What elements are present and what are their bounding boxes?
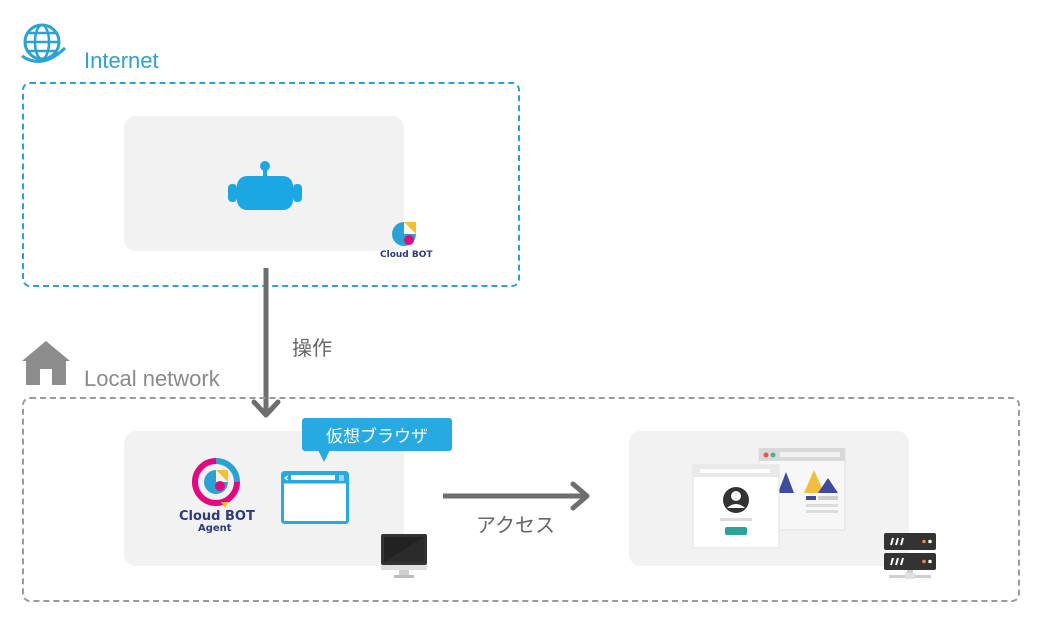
operate-arrow xyxy=(250,268,282,422)
agent-logo-line1: Cloud BOT xyxy=(179,509,255,524)
house-icon xyxy=(20,339,72,387)
access-label: アクセス xyxy=(476,515,555,537)
agent-panel xyxy=(124,431,404,566)
operate-label: 操作 xyxy=(292,338,332,360)
cloudbot-logo-text: Cloud BOT xyxy=(380,250,433,260)
agent-logo-line2: Agent xyxy=(198,523,232,534)
local-network-label: Local network xyxy=(84,366,220,391)
cloudbot-logo-icon xyxy=(389,219,419,249)
globe-icon xyxy=(18,18,70,70)
web-pages-illustration xyxy=(692,447,848,550)
bubble-tail xyxy=(318,450,330,462)
server-icon xyxy=(883,532,937,582)
robot-icon xyxy=(226,160,306,216)
internet-zone xyxy=(22,82,520,287)
internet-label: Internet xyxy=(84,48,159,73)
monitor-icon xyxy=(380,533,428,581)
browser-window-icon xyxy=(281,471,349,524)
virtual-browser-bubble: 仮想ブラウザ xyxy=(302,418,452,451)
access-arrow xyxy=(441,481,593,511)
local-network-zone xyxy=(22,397,1020,602)
cloudbot-agent-logo-icon xyxy=(191,458,241,508)
